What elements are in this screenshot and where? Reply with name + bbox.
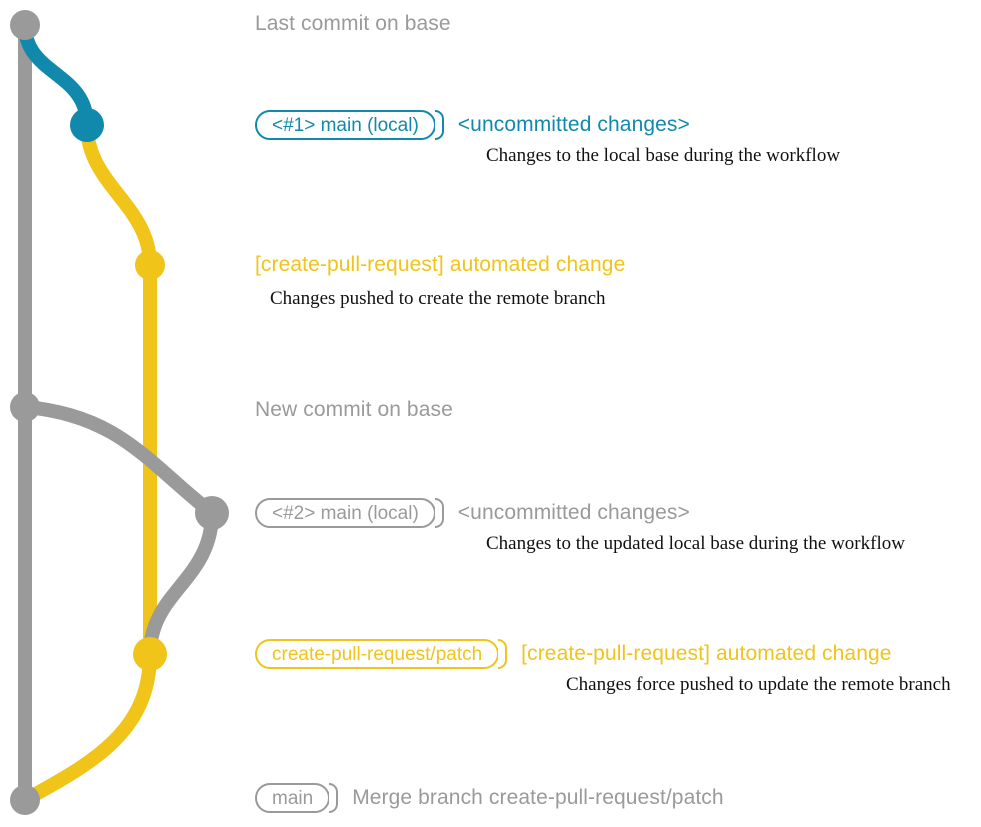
section-heading-last-commit-on-base: Last commit on base <box>255 12 451 35</box>
commit-caption-automated-2: Changes force pushed to update the remot… <box>566 674 951 695</box>
commit-message-local-2: <uncommitted changes> <box>457 501 690 524</box>
ref-pill-tail-icon <box>434 498 444 528</box>
graph-row-automated-2: create-pull-request/patch [create-pull-r… <box>255 639 892 669</box>
commit-node-merge[interactable] <box>10 785 40 815</box>
section-heading-new-commit-on-base: New commit on base <box>255 398 453 421</box>
graph-row-local-2: <#2> main (local) <uncommitted changes> <box>255 498 690 528</box>
edge-base-to-local1 <box>18 18 94 132</box>
commit-node-base-new[interactable] <box>10 392 40 422</box>
ref-pill-tail-icon <box>329 783 339 813</box>
commit-caption-local-2: Changes to the updated local base during… <box>486 533 905 554</box>
ref-pill-local-1-label: <#1> main (local) <box>255 110 436 140</box>
commit-node-automated-2[interactable] <box>133 637 167 671</box>
commit-message-automated-2: [create-pull-request] automated change <box>521 642 892 665</box>
edge-local1-to-automated1 <box>80 118 157 272</box>
graph-row-last-commit-on-base: Last commit on base <box>255 12 451 36</box>
commit-caption-local-1: Changes to the local base during the wor… <box>486 145 841 166</box>
ref-pill-main-label: main <box>255 783 331 813</box>
ref-pill-create-pull-request-patch[interactable]: create-pull-request/patch <box>255 639 508 669</box>
graph-row-merge: main Merge branch create-pull-request/pa… <box>255 783 724 813</box>
commit-message-local-1: <uncommitted changes> <box>457 113 690 136</box>
ref-pill-local-2[interactable]: <#2> main (local) <box>255 498 444 528</box>
edge-basenew-to-local2 <box>18 400 219 520</box>
graph-row-local-1: <#1> main (local) <uncommitted changes> <box>255 110 690 140</box>
ref-pill-tail-icon <box>498 639 508 669</box>
ref-pill-local-2-label: <#2> main (local) <box>255 498 436 528</box>
graph-row-new-commit-on-base: New commit on base <box>255 398 453 422</box>
commit-message-merge: Merge branch create-pull-request/patch <box>352 786 724 809</box>
ref-pill-create-pull-request-patch-label: create-pull-request/patch <box>255 639 500 669</box>
commit-node-local-1[interactable] <box>70 108 104 142</box>
commit-node-local-2[interactable] <box>195 496 229 530</box>
commit-node-automated-1[interactable] <box>135 250 165 280</box>
ref-pill-main[interactable]: main <box>255 783 339 813</box>
commit-message-automated-1: [create-pull-request] automated change <box>255 253 626 276</box>
commit-caption-automated-1: Changes pushed to create the remote bran… <box>270 288 606 309</box>
edge-local2-to-automated2 <box>143 506 219 661</box>
edge-automated2-to-merge <box>18 647 157 807</box>
ref-pill-tail-icon <box>434 110 444 140</box>
ref-pill-local-1[interactable]: <#1> main (local) <box>255 110 444 140</box>
commit-node-base-last[interactable] <box>10 10 40 40</box>
graph-row-automated-1: [create-pull-request] automated change <box>255 253 625 277</box>
